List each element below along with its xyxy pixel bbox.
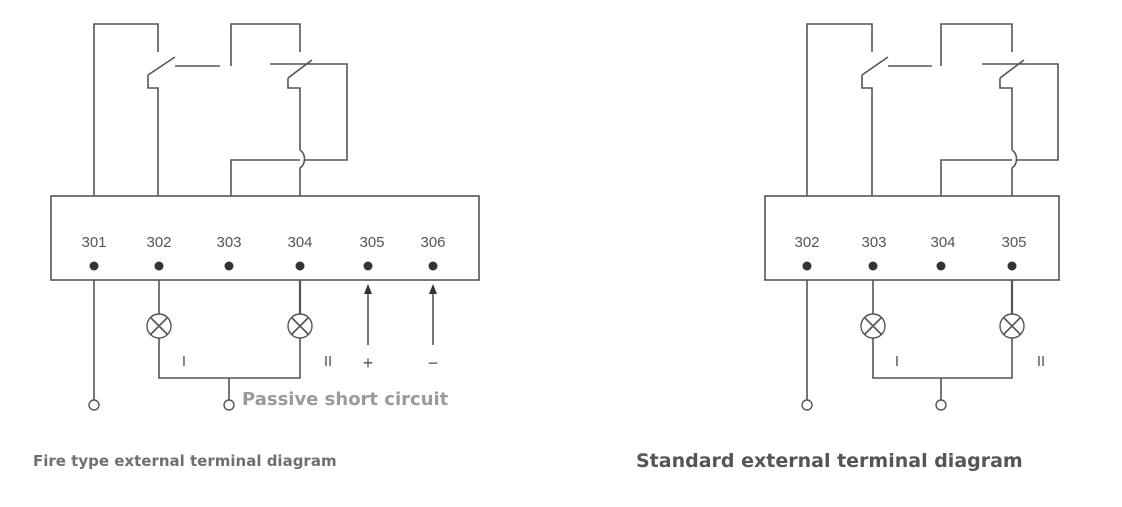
terminal-dot: [154, 261, 164, 271]
terminal-ring: [935, 399, 947, 411]
standard-diagram: 302 303 304 305 I II: [764, 23, 1060, 411]
terminal-dot: [1007, 261, 1017, 271]
terminal-label: 305: [1001, 234, 1026, 251]
terminal-label: 301: [81, 234, 106, 251]
passive-short-circuit-note: Passive short circuit: [242, 389, 449, 410]
terminal-dot: [363, 261, 373, 271]
terminal-ring: [88, 399, 100, 411]
terminal-dot: [936, 261, 946, 271]
lamp-label-2: II: [324, 353, 332, 370]
lamp-icon: [287, 313, 313, 339]
arrow-up-icon: [429, 284, 437, 345]
fire-terminal-block: [50, 195, 480, 281]
fire-switch-wiring: [93, 23, 348, 196]
lamp-label-2: II: [1037, 353, 1045, 370]
terminal-dot: [802, 261, 812, 271]
standard-diagram-caption: Standard external terminal diagram: [636, 450, 1023, 472]
terminal-label: 304: [287, 234, 312, 251]
terminal-ring: [801, 399, 813, 411]
lamp-icon: [999, 313, 1025, 339]
fire-diagram-caption: Fire type external terminal diagram: [33, 452, 337, 470]
terminal-label: 302: [794, 234, 819, 251]
terminal-ring: [223, 399, 235, 411]
lamp-label-1: I: [182, 353, 186, 370]
terminal-label: 303: [216, 234, 241, 251]
lamp-icon: [146, 313, 172, 339]
standard-switch-wiring: [806, 23, 1059, 196]
lamp-label-1: I: [895, 353, 899, 370]
terminal-dot: [295, 261, 305, 271]
terminal-label: 302: [146, 234, 171, 251]
plus-sign: +: [363, 353, 374, 373]
terminal-label: 305: [359, 234, 384, 251]
terminal-dot: [868, 261, 878, 271]
terminal-dot: [89, 261, 99, 271]
arrow-up-icon: [364, 284, 372, 345]
terminal-label: 303: [861, 234, 886, 251]
terminal-dot: [224, 261, 234, 271]
minus-sign: −: [428, 353, 439, 373]
terminal-label: 306: [420, 234, 445, 251]
terminal-dot: [428, 261, 438, 271]
lamp-icon: [860, 313, 886, 339]
terminal-label: 304: [930, 234, 955, 251]
fire-diagram: 301 302 303 304 305 306 I II: [50, 23, 480, 411]
